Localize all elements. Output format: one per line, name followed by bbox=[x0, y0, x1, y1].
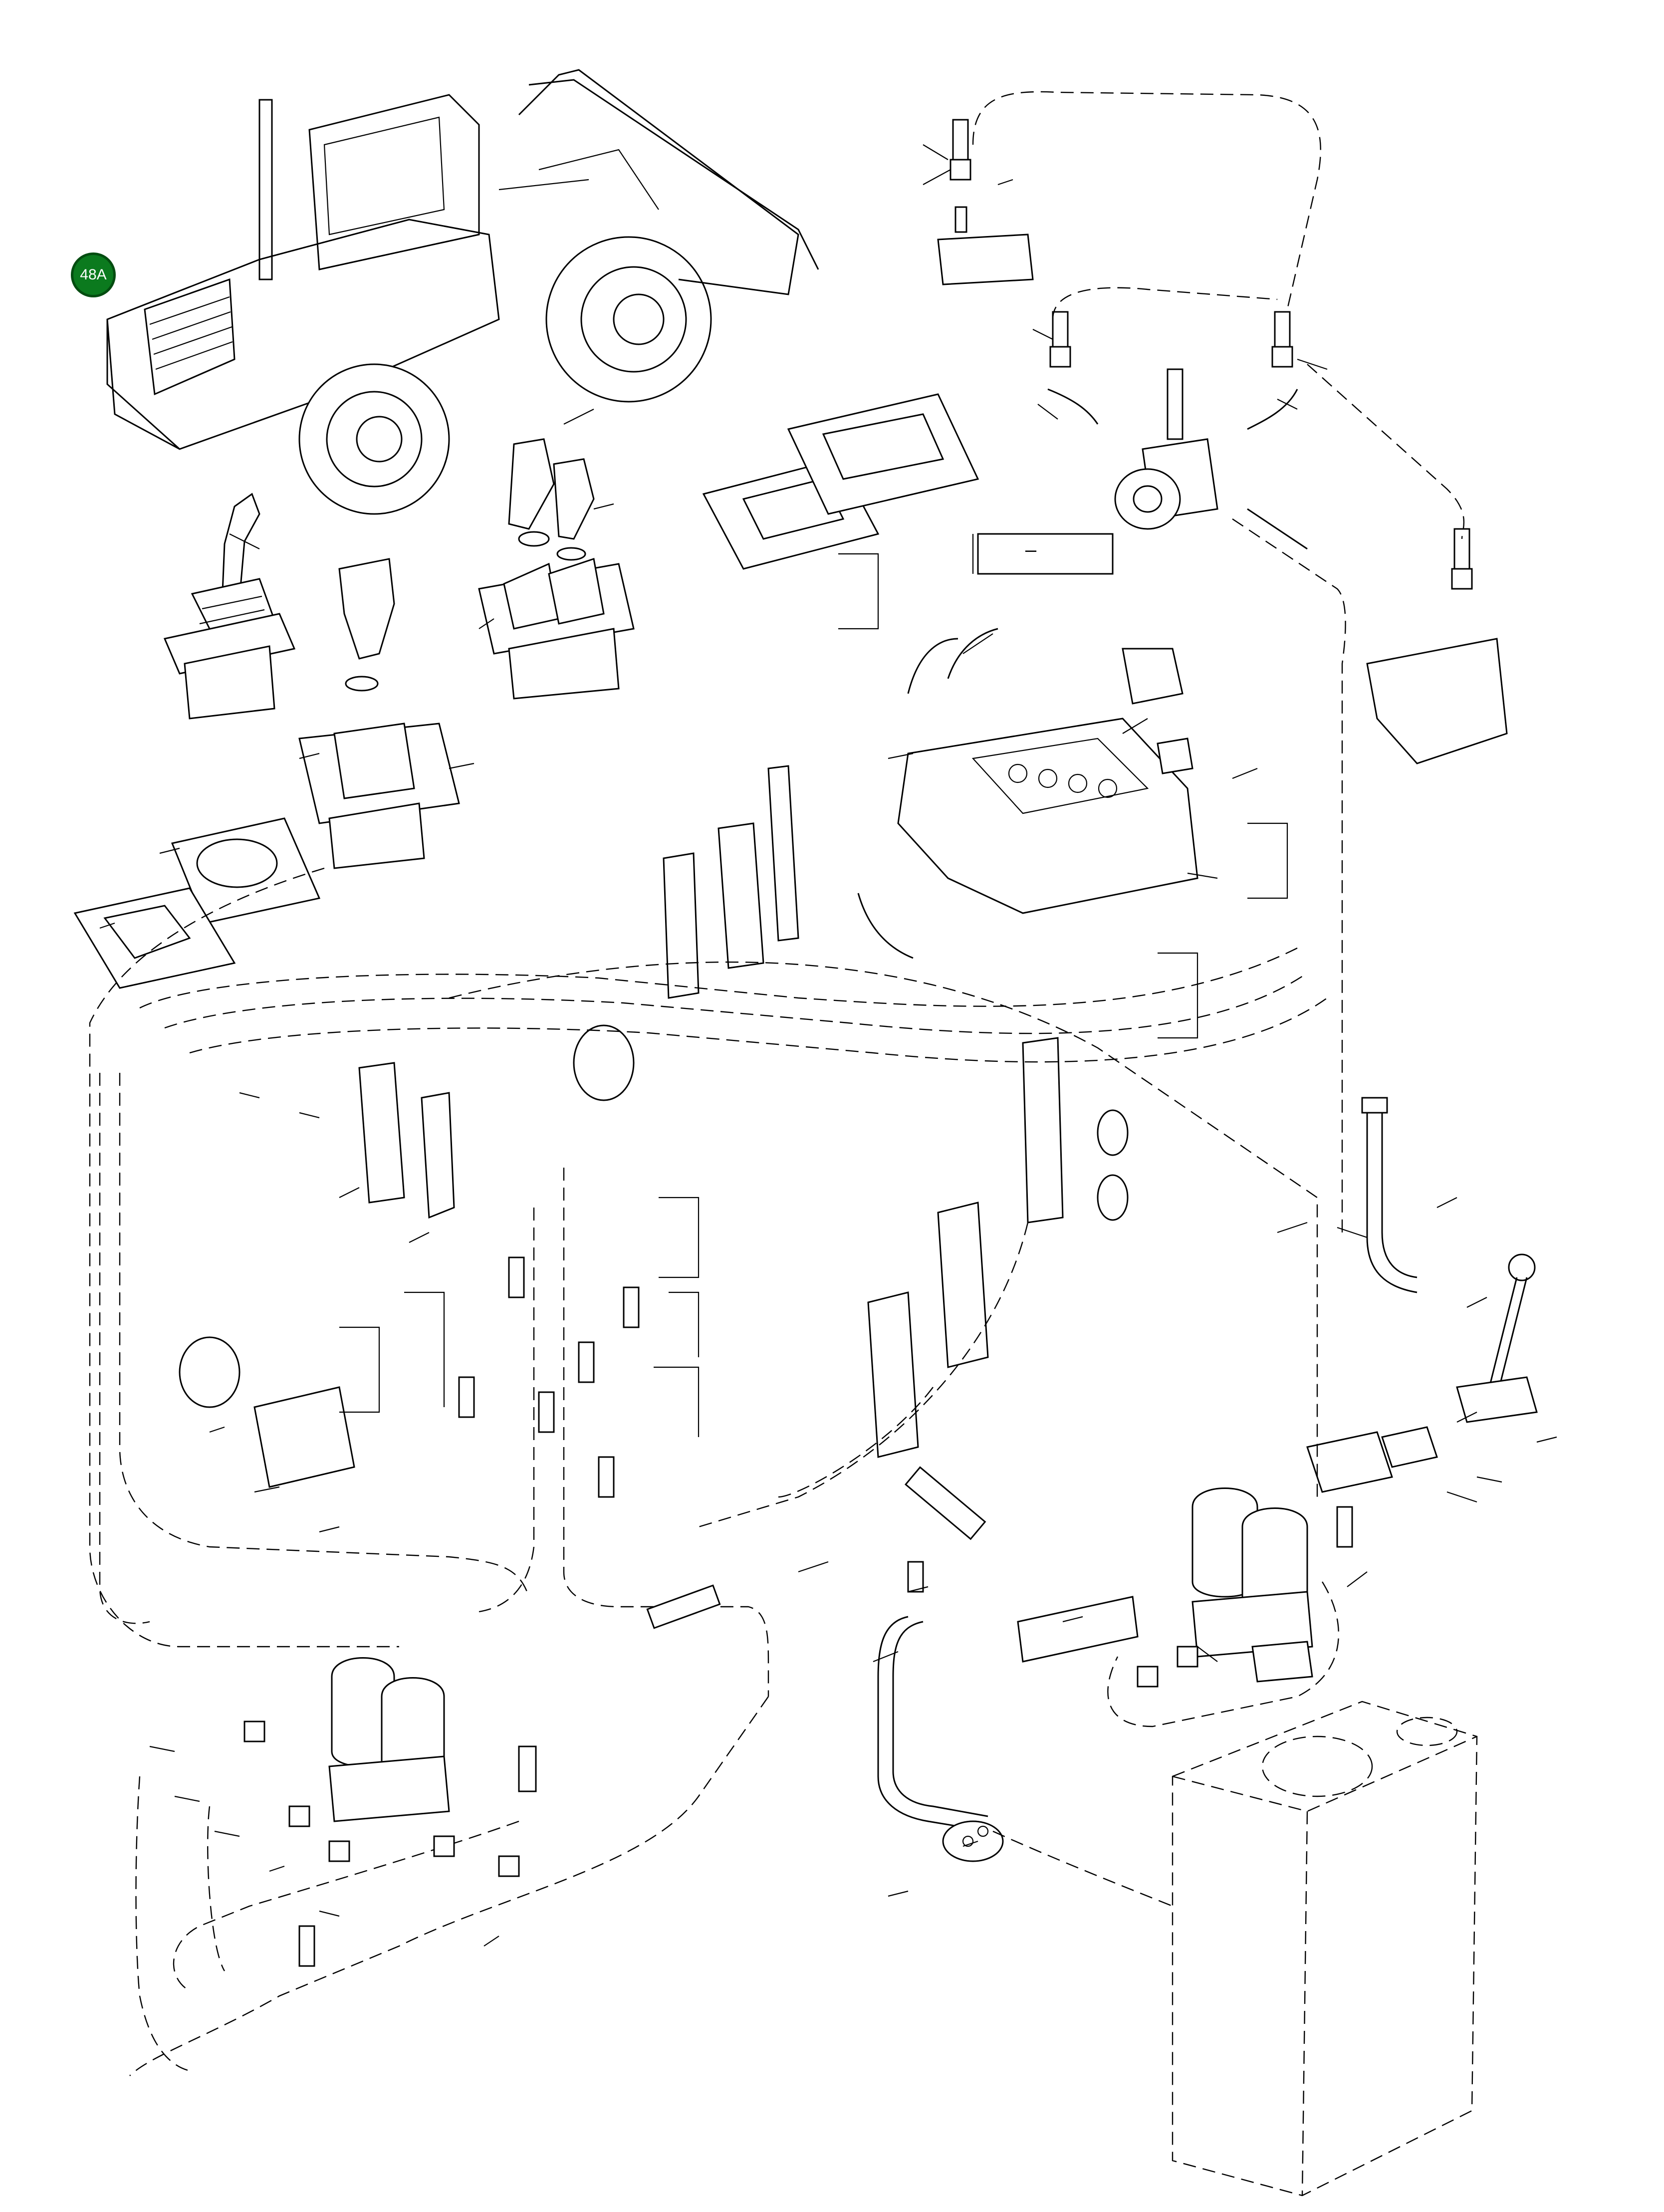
mounting-gaskets bbox=[73, 393, 979, 989]
figure-number-badge: 48A bbox=[71, 252, 116, 297]
accumulators-right bbox=[1191, 1487, 1313, 1683]
pilot-supply-valve-right bbox=[1306, 1426, 1438, 1493]
hydraulic-tank bbox=[1172, 1701, 1478, 2197]
lever-joystick-with-knob bbox=[298, 558, 460, 869]
dual-lever-joystick-assembly bbox=[478, 438, 635, 700]
single-lever-joystick-assembly bbox=[163, 492, 296, 720]
fittings-and-connectors bbox=[243, 1256, 1353, 1967]
right-steering-pipe bbox=[1361, 1097, 1538, 1423]
hose-routing-dashed bbox=[89, 91, 1465, 2076]
callout-leader-lines bbox=[99, 144, 1557, 1947]
figure-number-label: 48A bbox=[80, 266, 107, 283]
hose-clamps-and-brackets bbox=[179, 765, 1129, 1488]
accumulators-left bbox=[328, 1657, 450, 1822]
main-control-valve bbox=[857, 628, 1198, 959]
wheel-loader-illustration bbox=[106, 69, 819, 515]
upper-hose-fittings bbox=[937, 119, 1508, 764]
return-line-and-manifold bbox=[877, 1466, 1139, 1862]
callout-dash-label: – bbox=[1025, 539, 1037, 561]
